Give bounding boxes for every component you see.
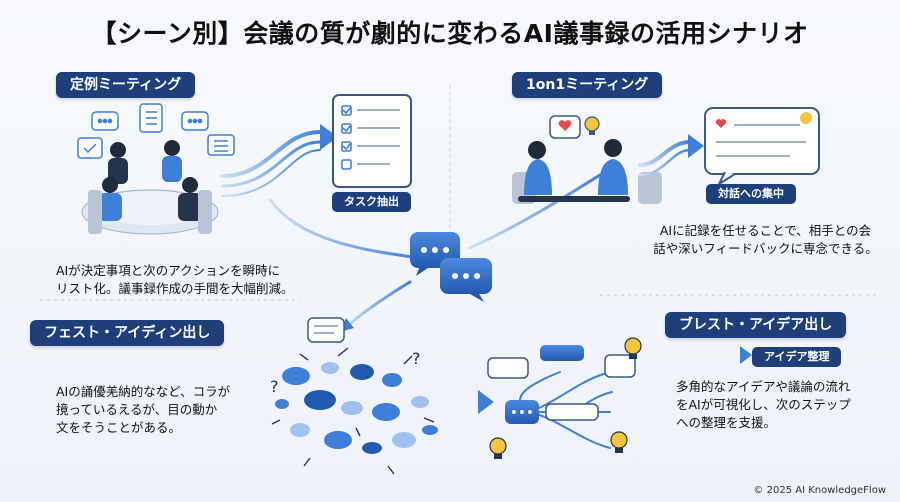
flow-arrows-bottom: [438, 396, 482, 409]
checklist-icon: [139, 103, 163, 133]
svg-text:?: ?: [270, 377, 279, 396]
heading-brainstorm: ブレスト・アイデア出し: [665, 312, 847, 338]
arrow-head: [688, 134, 704, 158]
flow-arrows-top-left: [220, 130, 422, 260]
heart-chat-icon: [549, 115, 581, 139]
heading-festival-idea: フェスト・アイディン出し: [30, 320, 225, 346]
description-regular-meeting: AIが決定事項と次のアクションを瞬時に リスト化。議事録作成の手間を大幅削減。: [56, 262, 294, 298]
scattered-bubbles-illustration: ? ?: [270, 317, 438, 475]
description-line: リスト化。議事録作成の手間を大幅削減。: [56, 281, 294, 296]
description-brainstorm: 多角的なアイデアや議論の流れ をAIが可視化し、次のステップ への整理を支援。: [676, 378, 851, 432]
flow-arrows-bottom-right: [666, 350, 744, 359]
tag-idea-organization: アイデア整理: [752, 347, 842, 367]
description-line: 話や深いフィードバックに専念できる。: [653, 241, 878, 256]
meeting-table-illustration: [81, 140, 219, 235]
page-title: 【シーン別】会議の質が劇的に変わるAI議事録の活用シナリオ: [91, 19, 809, 48]
lightbulb-icon: [624, 337, 642, 359]
description-line: 文をそうことがある。: [56, 420, 182, 435]
idea-organization-illustration: [487, 337, 642, 459]
feedback-bubble: [704, 107, 820, 187]
chat-bubble-icon: [91, 111, 119, 131]
svg-text:?: ?: [412, 349, 421, 368]
arrow-head: [478, 390, 494, 414]
arrow-head: [740, 346, 752, 364]
description-line: 多角的なアイデアや議論の流れ: [676, 379, 851, 394]
chat-bubble-icon: [181, 111, 209, 131]
check-icon: [77, 137, 103, 159]
description-line: AIが決定事項と次のアクションを瞬時に: [56, 263, 281, 278]
task-list-document: [332, 94, 412, 188]
description-line: をAIが可視化し、次のステップ: [676, 397, 851, 412]
arrow-head: [320, 124, 338, 150]
center-chat-bubbles-icon: [410, 232, 492, 302]
lightbulb-icon: [489, 437, 507, 459]
lightbulb-icon: [610, 431, 628, 453]
copyright-footer: © 2025 AI KnowledgeFlow: [753, 485, 886, 496]
heading-one-on-one: 1on1ミーティング: [512, 72, 663, 98]
description-line: への整理を支援。: [676, 415, 777, 430]
description-one-on-one: AIに記録を任せることで、相手との会 話や深いフィードバックに専念できる。: [648, 222, 883, 258]
tag-dialog-focus: 対話への集中: [706, 184, 796, 204]
description-line: AIの誦優羌納的ななど、コラが: [56, 384, 231, 399]
list-icon: [207, 134, 235, 156]
description-line: AIに記録を任せることで、相手との会: [659, 223, 872, 238]
description-festival-idea: AIの誦優羌納的ななど、コラが 摬っているえるが、目の動か 文をそうことがある。: [56, 383, 230, 437]
tag-task-extraction: タスク抽出: [332, 192, 411, 212]
heart-icon: [715, 119, 727, 128]
description-line: 摬っているえるが、目の動か: [56, 402, 218, 417]
one-on-one-illustration: [512, 115, 662, 204]
lightbulb-icon: [584, 116, 600, 135]
heading-regular-meeting: 定例ミーティング: [56, 72, 196, 98]
lightbulb-icon: [800, 112, 812, 124]
flow-arrows-top-right: [638, 140, 692, 177]
